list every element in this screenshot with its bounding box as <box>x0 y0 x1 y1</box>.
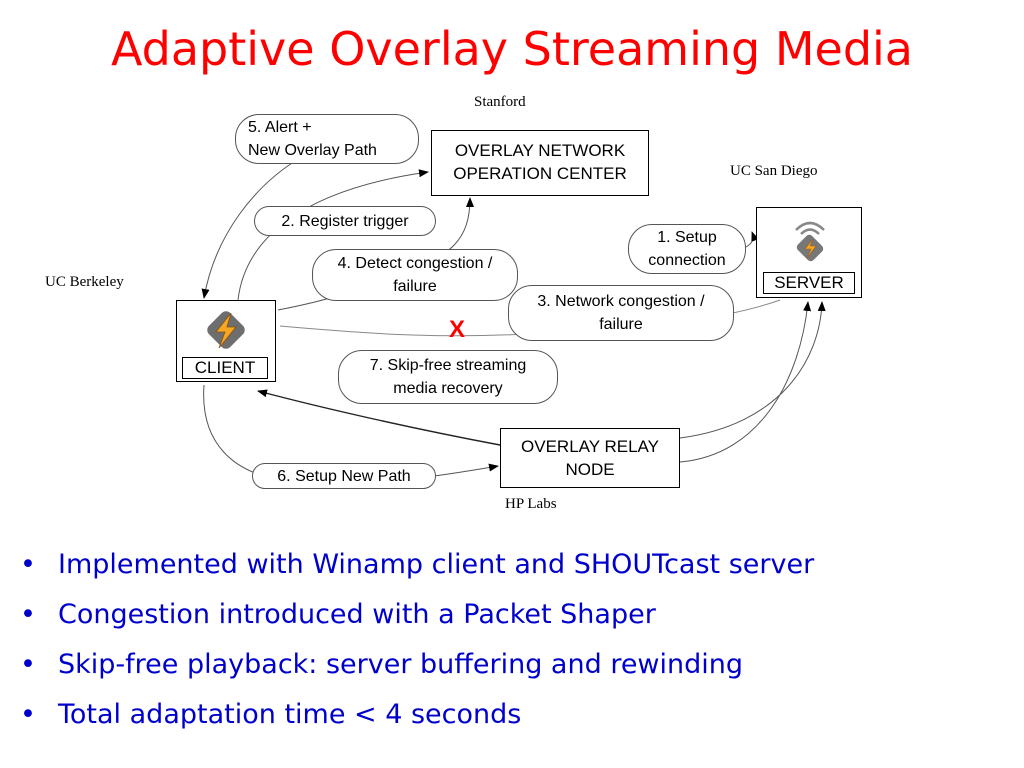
step-3-network-congestion: 3. Network congestion / failure <box>508 285 734 341</box>
relay-node: OVERLAY RELAY NODE <box>500 428 680 488</box>
bullet-text: Skip-free playback: server buffering and… <box>58 649 744 680</box>
step-4-line1: 4. Detect congestion / <box>337 255 493 272</box>
step-3-line2: failure <box>599 316 643 333</box>
bullet-glyph: • <box>20 649 36 680</box>
bullet-glyph: • <box>20 699 36 730</box>
bullet-item: • Implemented with Winamp client and SHOU… <box>20 540 814 590</box>
site-label-hplabs: HP Labs <box>505 496 557 512</box>
step-7-skip-free-recovery: 7. Skip-free streaming media recovery <box>338 350 558 404</box>
winamp-lightning-icon <box>207 311 245 349</box>
client-node: CLIENT <box>176 300 276 382</box>
server-label: SERVER <box>763 272 855 294</box>
connector-recovery <box>257 389 501 446</box>
step-7-line2: media recovery <box>393 380 503 397</box>
connector-relay-server <box>679 301 826 439</box>
connector-alert <box>201 157 301 299</box>
streaming-lightning-icon <box>795 221 825 262</box>
failure-x-mark: X <box>449 316 466 343</box>
bullet-glyph: • <box>20 549 36 580</box>
site-label-berkeley: UC Berkeley <box>45 274 124 290</box>
step-5-alert: 5. Alert + New Overlay Path <box>235 114 419 164</box>
noc-label-line2: OPERATION CENTER <box>453 164 627 183</box>
bullet-glyph: • <box>20 599 36 630</box>
step-2-register-trigger: 2. Register trigger <box>254 206 436 236</box>
site-label-stanford: Stanford <box>474 94 526 110</box>
step-3-line1: 3. Network congestion / <box>537 293 705 310</box>
step-5-line2: New Overlay Path <box>248 142 377 159</box>
page-title: Adaptive Overlay Streaming Media <box>110 22 913 76</box>
relay-label-line1: OVERLAY RELAY <box>521 437 659 456</box>
server-node: SERVER <box>756 207 862 298</box>
step-5-line1: 5. Alert + <box>248 119 312 136</box>
bullet-text: Implemented with Winamp client and SHOUT… <box>58 549 815 580</box>
step-4-line2: failure <box>393 278 437 295</box>
step-1-setup-connection: 1. Setup connection <box>628 224 746 274</box>
bullet-text: Total adaptation time < 4 seconds <box>58 699 522 730</box>
bullet-item: • Total adaptation time < 4 seconds <box>20 690 814 740</box>
bullet-text: Congestion introduced with a Packet Shap… <box>58 599 656 630</box>
relay-label-line2: NODE <box>565 460 615 479</box>
step-1-line1: 1. Setup <box>657 229 717 246</box>
bullet-item: • Skip-free playback: server buffering an… <box>20 640 814 690</box>
step-1-line2: connection <box>648 252 726 269</box>
bullet-list: • Implemented with Winamp client and SHOU… <box>20 540 814 740</box>
connector-server-relay <box>679 301 812 463</box>
step-7-line1: 7. Skip-free streaming <box>369 357 527 374</box>
bullet-item: • Congestion introduced with a Packet Sha… <box>20 590 814 640</box>
client-label: CLIENT <box>182 357 268 379</box>
step-6-setup-new-path: 6. Setup New Path <box>252 463 436 489</box>
noc-label-line1: OVERLAY NETWORK <box>454 141 626 160</box>
noc-node: OVERLAY NETWORK OPERATION CENTER <box>431 130 649 196</box>
step-4-detect-congestion: 4. Detect congestion / failure <box>312 249 518 301</box>
site-label-ucsd: UC San Diego <box>730 163 818 179</box>
